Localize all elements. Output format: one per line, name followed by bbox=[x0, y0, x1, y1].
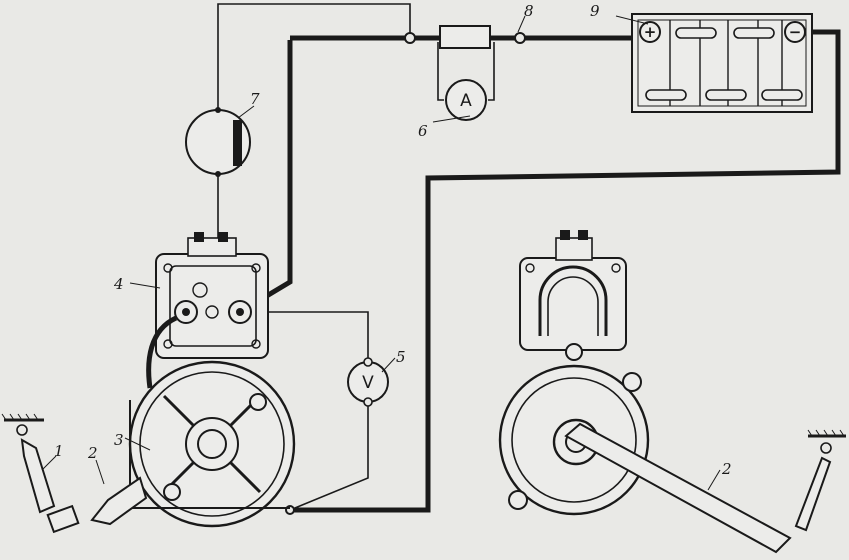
ammeter: A bbox=[445, 79, 487, 121]
starter-left bbox=[128, 232, 296, 528]
lever-left bbox=[90, 476, 148, 526]
callout-8: 8 bbox=[524, 2, 534, 20]
control-switch bbox=[185, 107, 251, 177]
callout-2-left: 2 bbox=[87, 444, 98, 462]
callout-7: 7 bbox=[250, 90, 260, 108]
battery-positive-sign: + bbox=[644, 23, 657, 41]
battery-negative-sign: − bbox=[789, 23, 802, 41]
junction-node bbox=[514, 32, 526, 44]
callout-9: 9 bbox=[590, 2, 600, 20]
control-wires bbox=[217, 3, 495, 511]
ammeter-shunt bbox=[439, 25, 491, 49]
callout-2-right: 2 bbox=[721, 460, 732, 478]
junction-node bbox=[404, 32, 416, 44]
spring-balance-left bbox=[1, 413, 80, 534]
battery: + − bbox=[631, 13, 813, 113]
starter-right bbox=[498, 230, 650, 516]
voltmeter-symbol: V bbox=[362, 373, 374, 393]
callout-3: 3 bbox=[114, 431, 124, 449]
lever-right bbox=[564, 422, 792, 554]
ammeter-symbol: A bbox=[460, 91, 472, 111]
callout-6: 6 bbox=[418, 122, 428, 140]
callout-4: 4 bbox=[113, 275, 124, 293]
callout-5: 5 bbox=[396, 348, 406, 366]
callout-1: 1 bbox=[54, 442, 64, 460]
callout-leaders bbox=[41, 15, 721, 491]
voltmeter: V bbox=[347, 357, 389, 407]
spring-balance-right bbox=[794, 429, 846, 532]
